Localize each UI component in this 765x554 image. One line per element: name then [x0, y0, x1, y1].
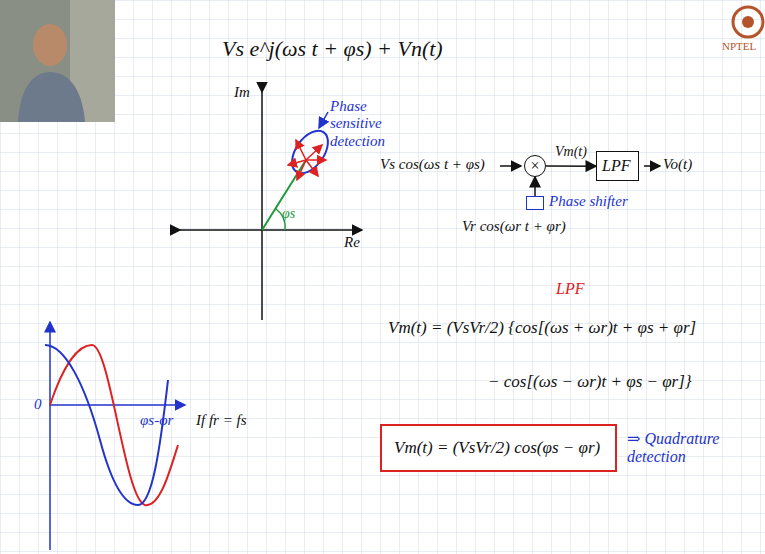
axis-label: Im — [234, 84, 250, 101]
noise-ellipse — [285, 124, 335, 179]
axis-label: Re — [344, 234, 360, 251]
connector — [546, 165, 596, 167]
speaker-thumbnail — [0, 0, 115, 122]
node-text: LPF — [602, 157, 633, 175]
equation-line: − cos[(ωs − ωr)t + φs − φr]} — [488, 372, 692, 392]
logo-text: NPTEL — [722, 40, 756, 53]
node-text: Phase shifter — [549, 193, 628, 210]
output-wire — [644, 165, 660, 167]
node-text: Vm(t) = (VsVr/2) cos(φs − φr) — [394, 438, 603, 458]
phasor — [262, 160, 306, 230]
phase-shifter-box: Phase shifter — [526, 196, 544, 210]
signal-name: Vr cos(ωr t + φr) — [462, 218, 566, 235]
filter-box: LPF — [596, 151, 639, 181]
re-axis — [180, 229, 362, 231]
annotation: Phase sensitive detection — [330, 98, 410, 150]
annotation: ⇒ Quadrature detection — [627, 430, 727, 467]
plot-axis — [49, 322, 51, 550]
leader-line — [319, 112, 328, 128]
logo-mark — [742, 16, 754, 28]
input-wire — [500, 165, 521, 167]
logo-mark — [733, 7, 763, 37]
connector — [534, 177, 536, 196]
axis-label: φs-φr — [140, 412, 173, 429]
node-text: × — [530, 157, 539, 175]
noise-arrows — [288, 140, 326, 180]
condition-note: If fr = fs — [196, 412, 247, 429]
result-box: Vm(t) = (VsVr/2) cos(φs − φr) — [380, 424, 617, 472]
multiplier-circle: × — [524, 155, 546, 177]
equation-line: Vm(t) = (VsVr/2) {cos[(ωs + ωr)t + φs + … — [388, 318, 696, 338]
axis-label: 0 — [34, 396, 42, 413]
phase-label: φs — [282, 206, 295, 222]
signal-name: Vs cos(ωs t + φs) — [380, 156, 485, 173]
signal-name: Vm(t) — [555, 144, 587, 160]
im-axis — [261, 92, 263, 320]
annotation: LPF — [556, 280, 584, 298]
signal-name: Vo(t) — [663, 156, 692, 173]
signal-formula: Vs e^j(ωs t + φs) + Vn(t) — [222, 36, 443, 61]
